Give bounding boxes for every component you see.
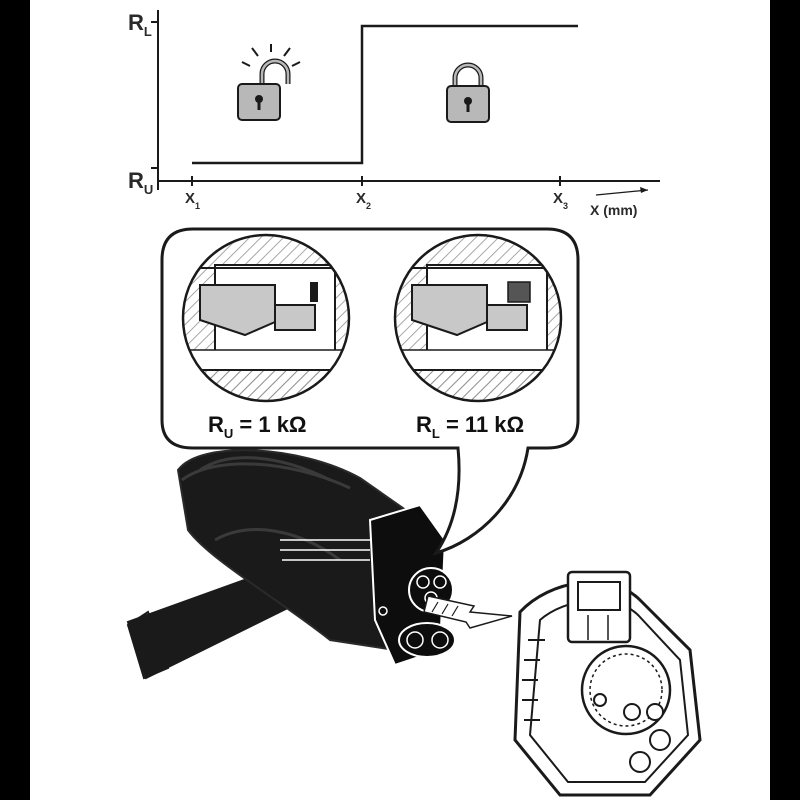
left-border <box>0 0 30 800</box>
locked-resistance-label: RL = 11 kΩ <box>416 412 524 441</box>
insert-direction-arrow-icon <box>423 595 513 629</box>
locked-padlock-icon <box>446 62 490 123</box>
x-tick-2-label: X2 <box>356 190 371 211</box>
x-tick-3-label: X3 <box>553 190 568 211</box>
resistance-graph: RL RU X1 X2 X3 X (mm) <box>128 10 660 218</box>
x-tick-1-label: X1 <box>185 190 200 211</box>
vehicle-inlet-icon <box>513 570 702 797</box>
x-axis-label: X (mm) <box>590 202 637 218</box>
locked-detail-view <box>393 233 563 403</box>
unlocked-detail-view <box>181 233 351 403</box>
right-border <box>770 0 800 800</box>
unlocked-padlock-icon <box>237 44 301 121</box>
charging-plug-icon <box>126 449 456 680</box>
resistance-step-curve <box>192 24 578 165</box>
y-upper-label: RL <box>128 10 152 39</box>
y-lower-label: RU <box>128 168 153 197</box>
unlocked-resistance-label: RU = 1 kΩ <box>208 412 307 441</box>
